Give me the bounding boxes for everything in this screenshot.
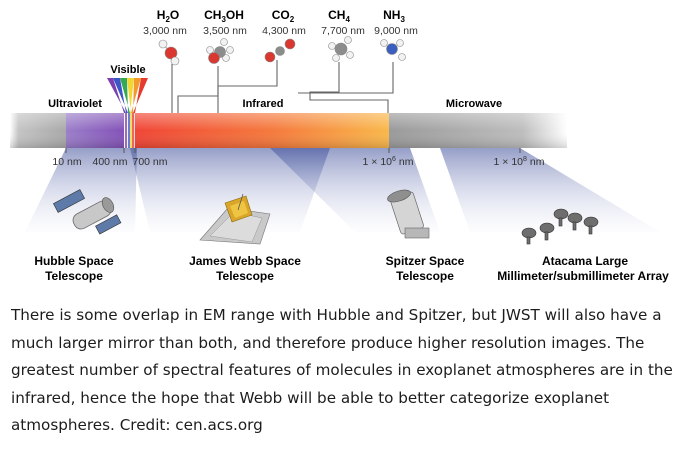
molecule-formula: CO2 (272, 8, 295, 24)
molecule-formula: NH3 (383, 8, 405, 24)
telescope-name: Millimeter/submillimeter Array (497, 269, 669, 283)
tick-label-400nm: 400 nm (92, 156, 127, 168)
visible-label: Visible (110, 64, 145, 76)
molecule-wavelength: 9,000 nm (374, 25, 418, 37)
molecule-formula: CH3OH (204, 8, 244, 24)
infrared-label: Infrared (243, 98, 284, 110)
ammonia-molecule-icon (380, 39, 406, 61)
molecule-wavelength: 3,500 nm (203, 25, 247, 37)
spitzer-telescope-icon (387, 189, 430, 239)
james-webb-telescope-icon (199, 193, 271, 245)
telescope-name: Hubble Space (34, 254, 114, 268)
tick-label-1e8nm: 1 × 108 nm (494, 156, 545, 168)
telescope-name: Telescope (396, 269, 454, 283)
wavelength-ticks (65, 148, 521, 153)
telescope-labels: Hubble Space Telescope James Webb Space … (34, 254, 669, 283)
telescope-name: James Webb Space (189, 254, 301, 268)
em-spectrum-diagram: Visible Ultraviolet Infrared Microwave H… (10, 8, 669, 283)
hubble-telescope-icon (53, 189, 122, 235)
molecule-labels: H2O 3,000 nm CH3OH 3,500 nm CO2 4,300 nm… (143, 8, 418, 37)
molecule-formula: CH4 (328, 8, 350, 24)
methane-molecule-icon (328, 36, 354, 62)
alma-cone (440, 148, 660, 232)
tick-label-1e6nm: 1 × 106 nm (363, 156, 414, 168)
molecule-wavelength: 7,700 nm (321, 25, 365, 37)
ultraviolet-label: Ultraviolet (48, 98, 102, 110)
water-molecule-icon (158, 39, 180, 66)
webb-cone (130, 148, 330, 232)
microwave-label: Microwave (446, 98, 502, 110)
spectrum-bar (10, 113, 567, 148)
telescope-name: Telescope (45, 269, 103, 283)
carbon-dioxide-molecule-icon (264, 38, 296, 63)
molecule-connectors (171, 60, 394, 113)
methanol-molecule-icon (206, 38, 234, 64)
tick-label-700nm: 700 nm (132, 156, 167, 168)
figure-caption: There is some overlap in EM range with H… (11, 306, 673, 434)
visible-funnel (107, 78, 148, 148)
molecule-wavelength: 4,300 nm (262, 25, 306, 37)
telescope-name: Atacama Large (542, 254, 628, 268)
molecule-wavelength: 3,000 nm (143, 25, 187, 37)
telescope-name: Telescope (216, 269, 274, 283)
tick-label-10nm: 10 nm (52, 156, 81, 168)
alma-array-icon (521, 208, 599, 245)
telescope-name: Spitzer Space (386, 254, 465, 268)
molecule-formula: H2O (157, 8, 179, 24)
